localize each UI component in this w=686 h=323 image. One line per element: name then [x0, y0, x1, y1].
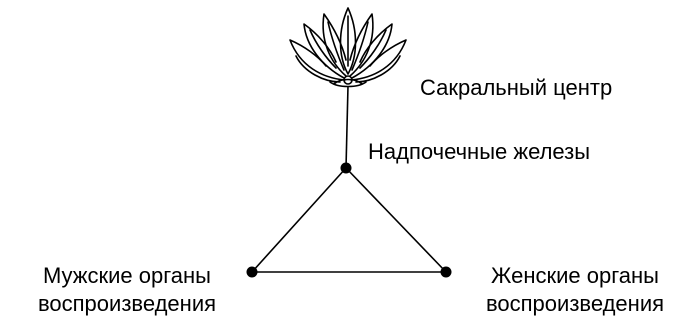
adrenal-glands-label: Надпочечные железы — [368, 139, 591, 164]
lotus-flower-icon — [289, 7, 407, 88]
node-female — [440, 266, 452, 278]
node-adrenal — [340, 162, 352, 174]
female-organs-label: Женские органы воспроизведения — [466, 262, 684, 318]
female-organs-label-line1: Женские органы — [491, 263, 659, 288]
edge-adrenal-female — [345, 167, 447, 273]
female-organs-label-line2: воспроизведения — [485, 291, 665, 316]
sacral-center-label: Сакральный центр — [420, 75, 613, 100]
male-organs-label: Мужские органы воспроизведения — [8, 262, 246, 318]
male-organs-label-line1: Мужские органы — [42, 263, 211, 288]
edge-adrenal-male — [251, 167, 347, 273]
stem-line — [345, 85, 349, 169]
node-male — [246, 266, 258, 278]
male-organs-label-line2: воспроизведения — [37, 291, 217, 316]
